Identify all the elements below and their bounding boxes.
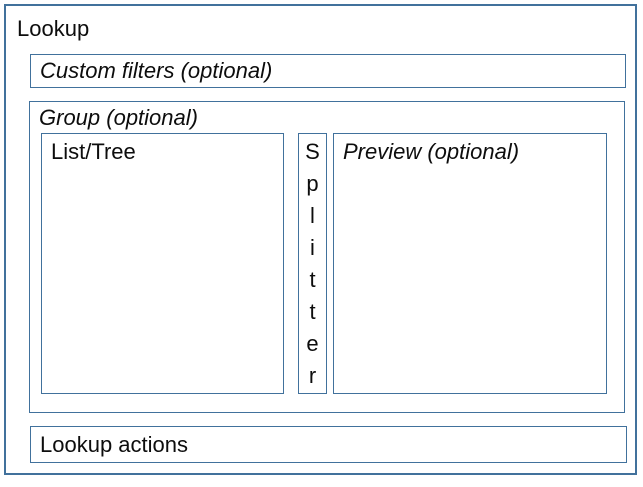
list-tree-box: List/Tree bbox=[41, 133, 284, 394]
splitter-letter: e bbox=[306, 331, 319, 356]
splitter-letter: l bbox=[310, 203, 315, 228]
splitter-box: S p l i t t e r bbox=[298, 133, 327, 394]
lookup-container-box: Lookup Custom filters (optional) Group (… bbox=[4, 4, 637, 475]
splitter-letter: i bbox=[310, 235, 315, 260]
lookup-title: Lookup bbox=[17, 16, 90, 41]
list-tree-label: List/Tree bbox=[51, 139, 136, 164]
preview-box: Preview (optional) bbox=[333, 133, 607, 394]
preview-label: Preview (optional) bbox=[343, 139, 520, 164]
splitter-letter: t bbox=[309, 299, 316, 324]
lookup-actions-label: Lookup actions bbox=[40, 432, 188, 457]
group-box: Group (optional) List/Tree S p l i t t e… bbox=[29, 101, 625, 413]
splitter-letter: S bbox=[305, 139, 320, 164]
custom-filters-box: Custom filters (optional) bbox=[30, 54, 626, 88]
custom-filters-label: Custom filters (optional) bbox=[40, 58, 273, 83]
lookup-actions-box: Lookup actions bbox=[30, 426, 627, 463]
group-label: Group (optional) bbox=[39, 105, 198, 130]
splitter-letter: r bbox=[308, 363, 317, 388]
splitter-letter: p bbox=[306, 171, 319, 196]
splitter-letter: t bbox=[309, 267, 316, 292]
